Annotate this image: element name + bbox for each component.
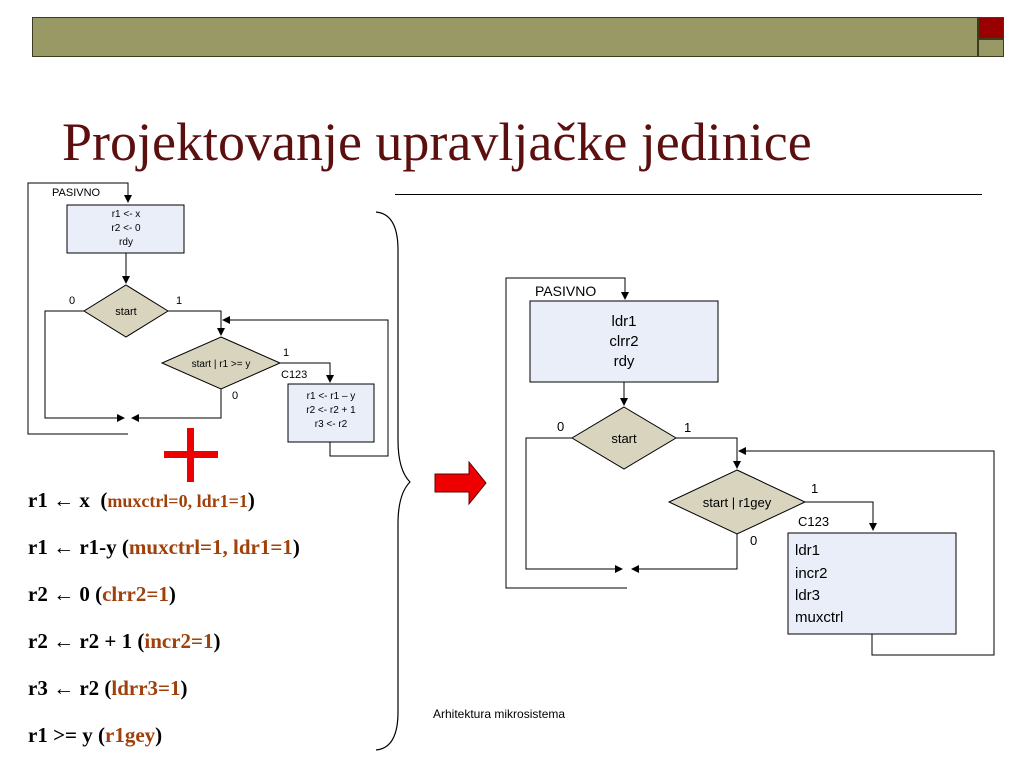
left-box1-line2: r2 <- 0: [111, 223, 141, 234]
equation-paren-open: (: [121, 535, 129, 559]
equation-control: ldrr3=1: [111, 676, 181, 700]
equation-item: r1 ← r1-y (muxctrl=1, ldr1=1): [28, 534, 300, 581]
right-box1: [529, 300, 719, 383]
equation-item: r2 ← r2 + 1 (incr2=1): [28, 628, 300, 675]
left-diamond1: [83, 284, 169, 338]
plus-icon: [164, 428, 218, 482]
equation-control: incr2=1: [144, 629, 214, 653]
equation-paren-close: ): [213, 629, 221, 653]
equation-control: r1gey: [105, 723, 156, 747]
equation-paren-close: ): [247, 488, 255, 512]
equation-expr: r2 ← r2 + 1: [28, 629, 133, 653]
right-diamond1-label: start: [611, 431, 637, 446]
left-box1: [66, 204, 185, 254]
left-box2: [287, 383, 375, 443]
control-signal-list: r1 ← x (muxctrl=0, ldr1=1) r1 ← r1-y (mu…: [28, 487, 300, 769]
left-loop-outer: [27, 182, 132, 435]
right-box1-line3: rdy: [614, 353, 635, 370]
equation-expr: r3 ← r2: [28, 676, 100, 700]
equation-paren-close: ): [155, 723, 163, 747]
equation-item: r1 ← x (muxctrl=0, ldr1=1): [28, 487, 300, 534]
right-arrow-icon: [434, 460, 487, 506]
equation-control: muxctrl=1, ldr1=1: [128, 535, 293, 559]
left-loop-c123: [222, 316, 389, 457]
equation-paren-open: (: [100, 488, 108, 512]
equation-item: r2 ← 0 (clrr2=1): [28, 581, 300, 628]
left-box1-line3: rdy: [119, 237, 133, 248]
right-diamond1-no: 0: [557, 419, 564, 434]
right-box2-line1: ldr1: [795, 542, 820, 559]
equation-expr: r1 >= y: [28, 723, 93, 747]
right-diamond1-yes: 1: [684, 420, 691, 435]
left-state-label: PASIVNO: [52, 187, 101, 199]
equation-paren-close: ): [168, 582, 176, 606]
equation-control: clrr2=1: [102, 582, 169, 606]
right-state2-label: C123: [798, 514, 829, 529]
right-loop-c123: [738, 447, 995, 656]
left-box2-line3: r3 <- r2: [315, 419, 348, 430]
header-bar: [32, 17, 978, 57]
header-square: [978, 39, 1004, 57]
left-box2-line1: r1 <- r1 – y: [307, 391, 356, 402]
left-box1-line1: r1 <- x: [112, 209, 141, 220]
curly-brace: [375, 211, 411, 751]
left-box2-line2: r2 <- r2 + 1: [306, 405, 356, 416]
left-flowchart: PASIVNO r1 <- x r2 <- 0 rdy start 0 1 st…: [27, 182, 389, 457]
right-box2-line3: ldr3: [795, 587, 820, 604]
right-box1-line2: clrr2: [609, 333, 638, 350]
equation-control: muxctrl=0, ldr1=1: [107, 491, 248, 511]
equation-paren-open: (: [137, 629, 145, 653]
equation-expr: r2 ← 0: [28, 582, 90, 606]
equation-item: r1 >= y (r1gey): [28, 722, 300, 769]
equation-paren-close: ): [292, 535, 300, 559]
equation-expr: r1 ← x: [28, 488, 90, 512]
right-box2-line2: incr2: [795, 565, 828, 582]
right-diamond2-no: 0: [750, 533, 757, 548]
header-accent-square: [978, 17, 1004, 39]
right-state-label: PASIVNO: [535, 283, 596, 299]
left-diamond1-label: start: [115, 306, 136, 318]
equation-paren-open: (: [98, 723, 106, 747]
equation-expr: r1 ← r1-y: [28, 535, 117, 559]
right-diamond2-yes: 1: [811, 481, 818, 496]
right-box2-line4: muxctrl: [795, 609, 843, 626]
left-diamond2-label: start | r1 >= y: [192, 359, 251, 370]
right-box1-line1: ldr1: [611, 313, 636, 330]
left-diamond2-no: 0: [232, 390, 238, 402]
equation-paren-open: (: [104, 676, 112, 700]
title-underline: [395, 194, 982, 195]
slide-title: Projektovanje upravljačke jedinice: [62, 112, 812, 172]
right-diamond1: [571, 406, 677, 470]
right-box2: [787, 532, 957, 635]
left-state2-label: C123: [281, 369, 307, 381]
right-flowchart: PASIVNO ldr1 clrr2 rdy start 0 1 start |…: [505, 277, 995, 656]
right-loop-outer: [505, 277, 629, 589]
left-diamond1-yes: 1: [176, 295, 182, 307]
left-diamond1-no: 0: [69, 295, 75, 307]
equation-item: r3 ← r2 (ldrr3=1): [28, 675, 300, 722]
footer-text: Arhitektura mikrosistema: [433, 707, 566, 721]
equation-paren-close: ): [180, 676, 188, 700]
equation-paren-open: (: [95, 582, 103, 606]
left-diamond2-yes: 1: [283, 347, 289, 359]
right-diamond2-label: start | r1gey: [703, 495, 772, 510]
